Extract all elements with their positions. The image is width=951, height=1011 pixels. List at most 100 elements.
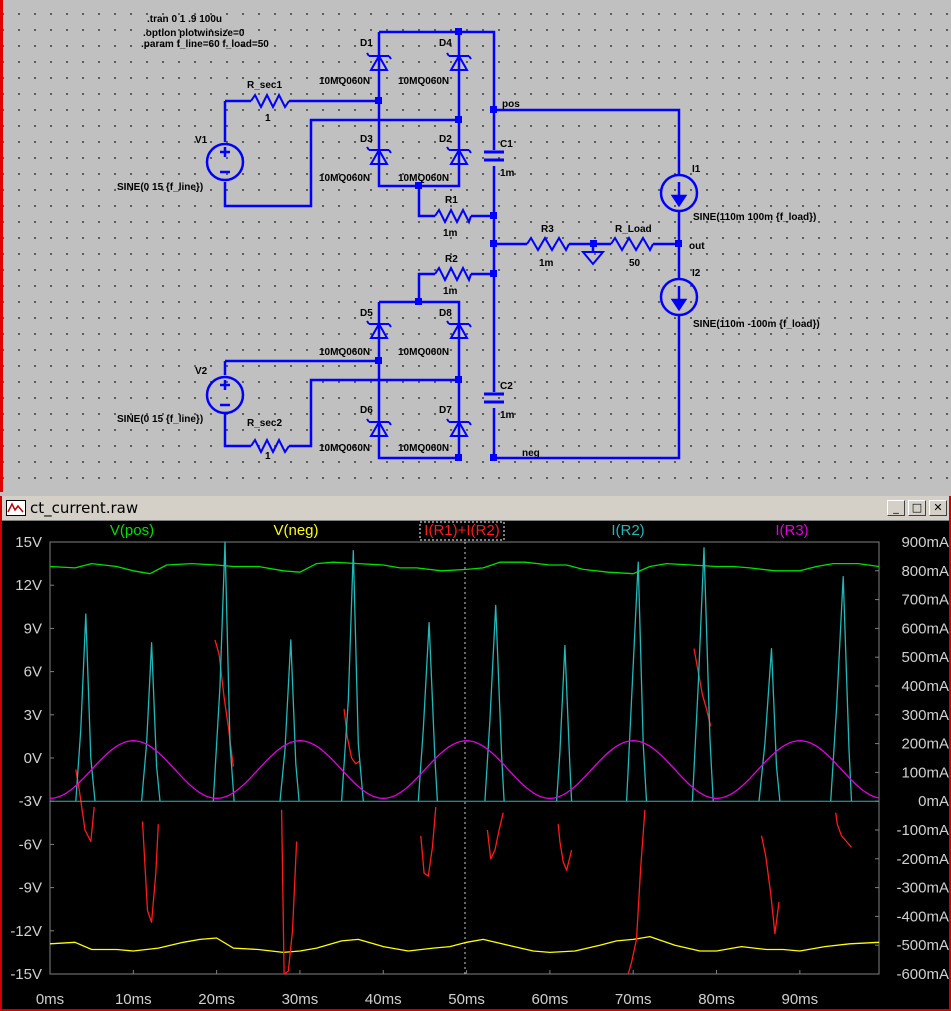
trace-i-r1-i-r2[interactable] [280,809,298,975]
diode-d8-name: D8 [439,308,452,319]
trace-i-r2[interactable] [625,561,648,802]
trace-i-r2[interactable] [758,647,781,802]
trace-i-r2[interactable] [484,604,505,802]
resistor-r-load-value: 50 [629,258,641,269]
trace-i-r1-i-r2[interactable] [75,769,95,843]
trace-i-r1-i-r2[interactable] [141,821,159,923]
junctions [375,28,682,461]
trace-i-r1-i-r2[interactable] [760,835,780,935]
net-label-out: out [689,241,705,252]
legend-v-neg[interactable]: V(neg) [273,522,318,539]
left-axis-tick-label: -3V [19,793,42,810]
trace-i-r2[interactable] [340,549,364,802]
waveform-plot[interactable]: V(pos)V(neg)I(R1)+I(R2)I(R2)I(R3)15V12V9… [2,520,949,1009]
minimize-button[interactable]: _ [887,500,905,516]
diode-d4-name: D4 [439,38,452,49]
voltage-source-v2-symbol[interactable] [205,375,245,415]
diode-d5-symbol[interactable] [366,320,392,339]
resistor-r2-symbol[interactable] [434,265,472,283]
capacitor-c2-symbol[interactable] [484,392,504,404]
trace-i-r2[interactable] [691,547,714,802]
trace-i-r2[interactable] [279,639,300,802]
directive-tran[interactable]: .tran 0 1 .9 100u [147,14,222,25]
waveform-app-icon [6,500,26,516]
trace-v-neg[interactable] [49,935,880,954]
ground-icon[interactable] [580,251,606,266]
x-axis-tick-label: 10ms [115,991,152,1008]
resistor-r1-symbol[interactable] [434,207,472,225]
resistor-r3-symbol[interactable] [526,236,570,253]
net-label-pos: pos [502,99,520,110]
trace-i-r2[interactable] [212,541,235,802]
resistor-r2-value: 1m [443,286,458,297]
source-i2-name: I2 [692,268,701,279]
left-axis-tick-label: -6V [19,836,42,853]
resistor-r-load-name: R_Load [615,224,652,235]
left-axis-tick-label: 6V [24,664,42,681]
diode-d2-name: D2 [439,134,452,145]
capacitor-c2-name: C2 [500,381,513,392]
diode-d8-symbol[interactable] [446,320,472,339]
legend-i-r3[interactable]: I(R3) [775,522,808,539]
trace-i-r2[interactable] [555,645,573,802]
trace-i-r1-i-r2[interactable] [486,812,504,860]
wires[interactable] [223,30,681,460]
resistor-r3-value: 1m [539,258,554,269]
waveform-window-title: ct_current.raw [30,499,139,517]
legend-i-r1-i-r2[interactable]: I(R1)+I(R2) [424,522,499,539]
right-axis-tick-label: 300mA [901,707,949,724]
x-axis-tick-label: 60ms [532,991,569,1008]
diode-d4-model: 10MQ060N [398,76,449,87]
trace-i-r1-i-r2[interactable] [835,812,852,848]
resistor-r-sec1-name: R_sec1 [247,80,282,91]
diode-d6-symbol[interactable] [366,418,392,437]
resistor-r-load-symbol[interactable] [610,236,654,253]
directive-option[interactable]: .option plotwinsize=0 [143,28,245,39]
diode-d6-model: 10MQ060N [319,443,370,454]
close-button[interactable]: ✕ [929,500,947,516]
trace-i-r2[interactable] [75,613,96,802]
diode-d1-name: D1 [360,38,373,49]
diode-d7-symbol[interactable] [446,418,472,437]
trace-i-r1-i-r2[interactable] [693,648,712,727]
source-i1-value: SINE(110m 100m {f_load}) [693,212,816,223]
source-v1-name: V1 [195,135,208,146]
resistor-r-sec2-value: 1 [265,451,271,462]
diode-d1-symbol[interactable] [366,52,392,71]
trace-i-r3[interactable] [49,740,880,799]
diode-d2-symbol[interactable] [446,146,472,165]
trace-i-r1-i-r2[interactable] [557,824,573,871]
capacitor-c1-value: 1m [500,168,515,179]
maximize-button[interactable]: □ [908,500,926,516]
diode-d3-symbol[interactable] [366,146,392,165]
trace-i-r1-i-r2[interactable] [420,806,437,877]
resistor-r-sec2-symbol[interactable] [250,437,290,455]
trace-v-pos[interactable] [49,561,880,575]
trace-i-r2[interactable] [417,621,439,802]
diode-d6-name: D6 [360,405,373,416]
left-axis-tick-label: -15V [10,966,42,983]
waveform-titlebar[interactable]: ct_current.raw _ □ ✕ [2,496,949,521]
right-axis-tick-label: 900mA [901,534,949,551]
legend-i-r2[interactable]: I(R2) [611,522,644,539]
voltage-source-v1-symbol[interactable] [205,142,245,182]
right-axis-tick-label: -200mA [896,851,949,868]
source-v2-value: SINE(0 15 {f_line}) [117,414,203,425]
trace-i-r2[interactable] [830,575,853,802]
diode-d4-symbol[interactable] [446,52,472,71]
diode-d8-model: 10MQ060N [398,347,449,358]
legend-v-pos[interactable]: V(pos) [110,522,154,539]
waveform-window[interactable]: ct_current.raw _ □ ✕ V(pos) V(neg) I(R1)+I… [0,496,951,1011]
current-source-i2-symbol[interactable] [659,277,699,317]
trace-i-r2[interactable] [140,642,161,802]
directive-param[interactable]: .param f_line=60 f_load=50 [141,39,269,50]
current-source-i1-symbol[interactable] [659,173,699,213]
schematic-canvas[interactable]: .tran 0 1 .9 100u .option plotwinsize=0 … [3,0,951,492]
legend-selection-box [419,521,505,541]
trace-i-r1-i-r2[interactable] [627,809,646,975]
resistor-r-sec1-symbol[interactable] [250,92,290,110]
right-axis-tick-label: 400mA [901,678,949,695]
right-axis-tick-label: -100mA [896,822,949,839]
schematic-editor[interactable]: .tran 0 1 .9 100u .option plotwinsize=0 … [0,0,951,492]
capacitor-c1-symbol[interactable] [484,150,504,162]
